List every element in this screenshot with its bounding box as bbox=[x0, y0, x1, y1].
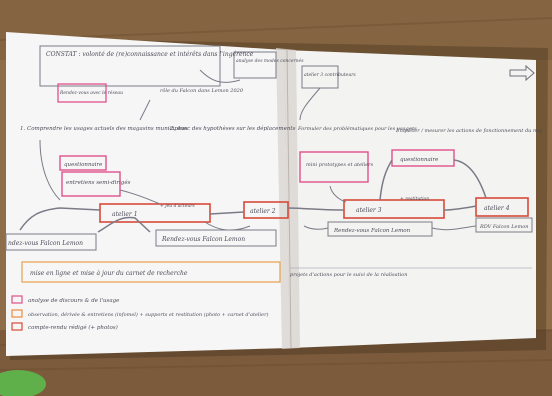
role-text: rôle du Falcon dans Lemon 2020 bbox=[160, 87, 244, 94]
questionnaire-left-text: questionnaire bbox=[64, 162, 103, 168]
rendez-top-text: Rendez-vous avec le réseau bbox=[59, 89, 123, 96]
legend-swatch-pink bbox=[11, 295, 23, 304]
legend-swatch-red bbox=[11, 322, 23, 331]
q1-text: 1. Comprendre les usages actuels des mag… bbox=[20, 126, 189, 132]
rdv-right-box bbox=[327, 221, 433, 237]
mini-box bbox=[299, 151, 369, 183]
rdv-right-text: Rendez-vous Falcon Lemon bbox=[333, 228, 411, 234]
atelier1-text: atelier 1 bbox=[112, 211, 138, 218]
atelier3-box bbox=[343, 199, 445, 219]
left-page bbox=[6, 32, 290, 356]
legend-swatch-orange bbox=[11, 309, 23, 318]
questionnaire-right-box bbox=[391, 149, 455, 167]
right-page bbox=[284, 50, 536, 348]
arrow-right-icon bbox=[509, 64, 535, 82]
legend-text-3: compte-rendu rédigé (+ photos) bbox=[28, 324, 118, 331]
atelier3-note: + restitution bbox=[400, 196, 429, 202]
mini-text: mini prototypes et ateliers bbox=[306, 162, 374, 168]
rdv-left-box bbox=[5, 233, 97, 251]
falcon-lemon-text: RDV Falcon Lemon bbox=[479, 224, 528, 230]
atelier2-box bbox=[243, 201, 289, 219]
rendez-bottom-box bbox=[155, 229, 277, 247]
atelier3-text: atelier 3 bbox=[356, 207, 382, 214]
bottom-right-text: projets d'actions pour le suivi de la ré… bbox=[290, 271, 407, 278]
bottom-line-box bbox=[21, 261, 281, 283]
analyse-text: analyse des modes concernés bbox=[236, 57, 304, 64]
rdv-left-text: ndez-vous Falcon Lemon bbox=[8, 240, 83, 247]
questionnaire-right-text: questionnaire bbox=[400, 157, 439, 163]
entretiens-box bbox=[61, 171, 121, 197]
atelier4-box bbox=[475, 197, 529, 217]
atelier2-text: atelier 2 bbox=[250, 208, 276, 215]
right-top-text: atelier 3 contributeurs bbox=[304, 72, 356, 78]
constat-box bbox=[39, 45, 221, 87]
bottom-line-text: mise en ligne et mise à jour du carnet d… bbox=[30, 270, 188, 277]
legend-text-2: observation, dérivée & entretiens (infom… bbox=[28, 311, 268, 318]
questionnaire-left-box bbox=[59, 155, 107, 171]
falcon-lemon-box bbox=[475, 217, 533, 233]
rendez-top-box bbox=[57, 83, 107, 103]
entretiens-text: entretiens semi-dirigés bbox=[66, 179, 131, 186]
right-q1-text: Formuler des problématiques pour les usa… bbox=[297, 125, 417, 132]
atelier1-box bbox=[99, 203, 211, 223]
atelier1-note: + jeu d'acteurs bbox=[160, 203, 195, 209]
analyse-box bbox=[233, 51, 277, 79]
rendez-bottom-text: Rendez-vous Falcon Lemon bbox=[161, 236, 245, 243]
q2-text: 2. Avec des hypothèses sur les déplaceme… bbox=[169, 125, 296, 132]
legend-text-1: analyse de discours & de l'usage bbox=[28, 298, 120, 304]
atelier4-text: atelier 4 bbox=[484, 205, 510, 212]
right-q2-text: Enquêter / mesurer les actions de foncti… bbox=[395, 127, 543, 134]
constat-text: CONSTAT : volonté de (re)connaissance et… bbox=[46, 51, 254, 58]
green-object bbox=[0, 370, 46, 396]
